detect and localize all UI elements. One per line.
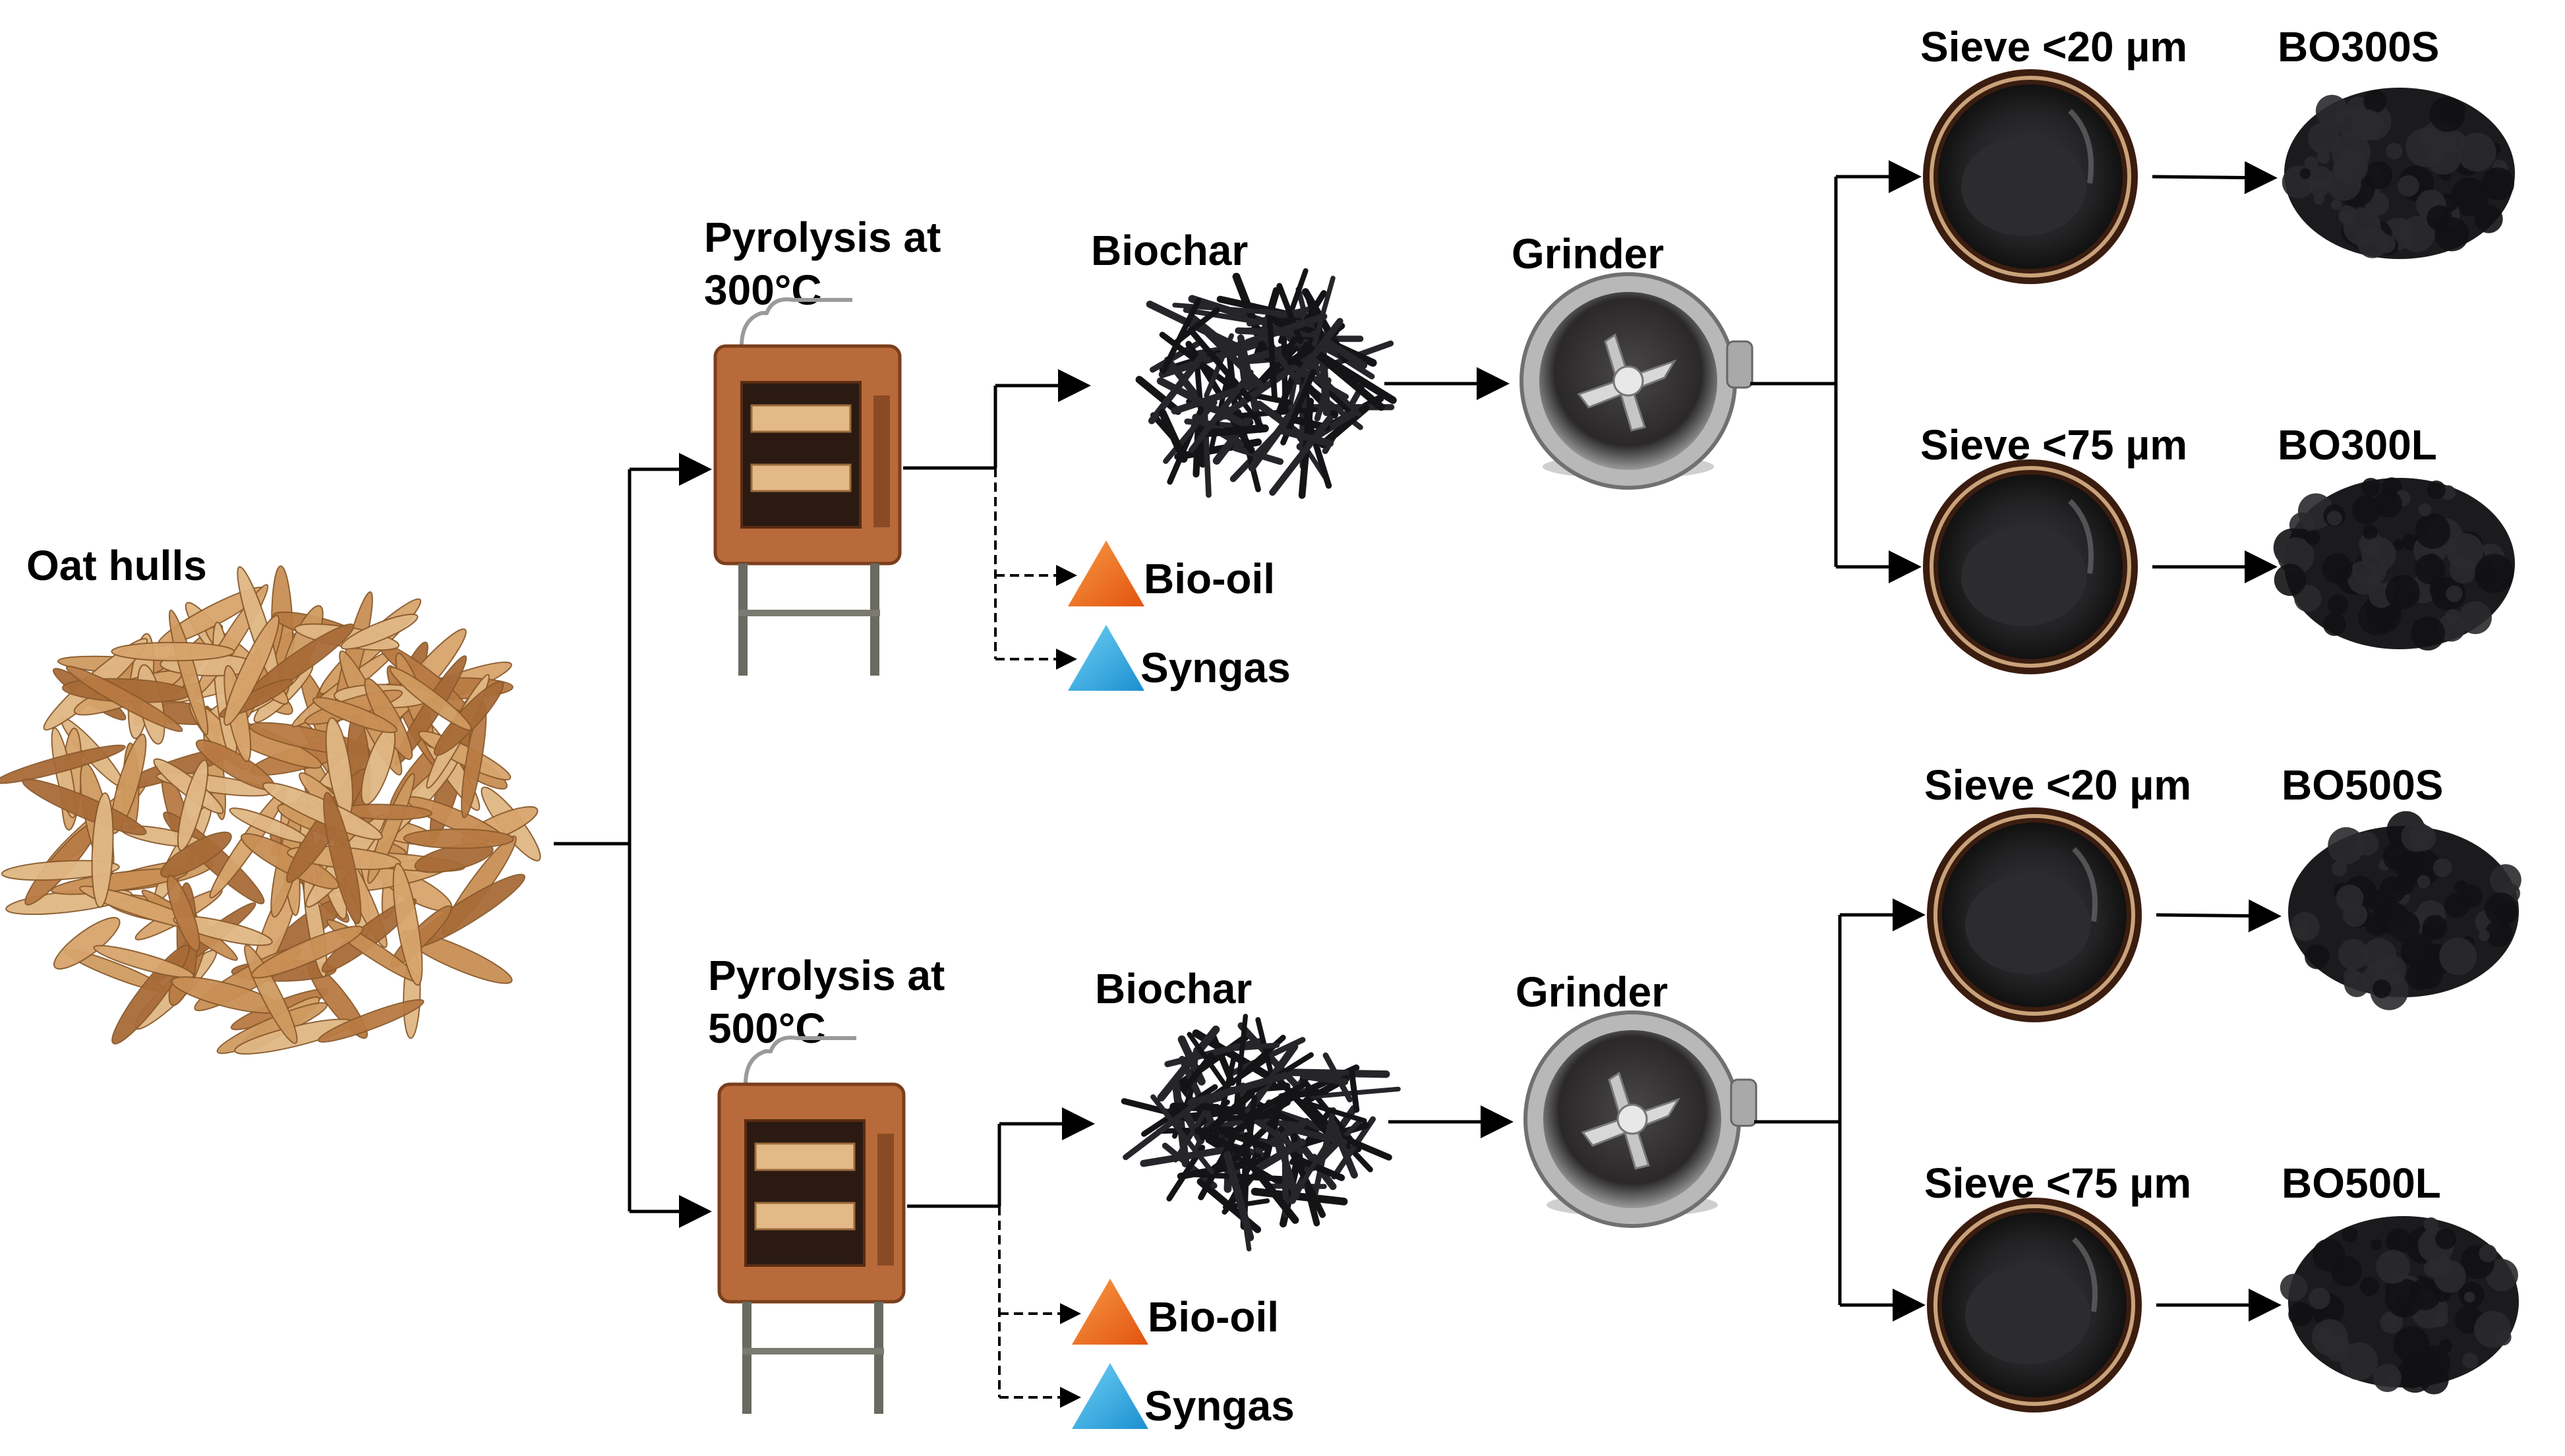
sieve-label: Sieve <75 µm xyxy=(1920,421,2187,469)
sieve-label: Sieve <20 µm xyxy=(1924,761,2191,809)
syngas-triangle-icon xyxy=(1068,625,1144,691)
pyrolysis-label-line1: Pyrolysis at xyxy=(708,952,945,999)
biochar-image xyxy=(1139,271,1393,496)
syngas-label: Syngas xyxy=(1144,1382,1295,1430)
biochar-label: Biochar xyxy=(1095,965,1252,1012)
sieve-bowl-icon xyxy=(1927,807,2142,1022)
bio-oil-triangle-icon xyxy=(1068,540,1144,606)
pyrolysis-label-line1: Pyrolysis at xyxy=(704,214,941,261)
syngas-triangle-icon xyxy=(1072,1363,1148,1429)
biochar-label: Biochar xyxy=(1091,227,1248,274)
powder-pile-image xyxy=(2282,88,2515,259)
sieve-bowl-icon xyxy=(1923,459,2138,674)
product-code-label: BO300S xyxy=(2278,23,2439,71)
bio-oil-label: Bio-oil xyxy=(1148,1293,1279,1341)
sieve-label: Sieve <75 µm xyxy=(1924,1159,2191,1207)
oat-hulls-image xyxy=(0,564,547,1061)
grinder-label: Grinder xyxy=(1516,968,1668,1016)
oat-hulls-label: Oat hulls xyxy=(26,542,207,589)
biochar-image xyxy=(1124,1016,1398,1249)
grinder-icon xyxy=(1521,274,1752,488)
pyrolysis-label-line2: 300°C xyxy=(704,266,822,314)
powder-pile-image xyxy=(2280,1216,2519,1395)
product-code-label: BO500L xyxy=(2282,1159,2441,1207)
main-split-connector xyxy=(554,469,709,1211)
powder-pile-image xyxy=(2274,477,2515,651)
powder-pile-image xyxy=(2288,811,2521,1010)
product-code-label: BO300L xyxy=(2278,421,2437,469)
sieve-bowl-icon xyxy=(1927,1198,2142,1412)
syngas-label: Syngas xyxy=(1140,644,1291,691)
bio-oil-triangle-icon xyxy=(1072,1279,1148,1345)
branch-300c: Pyrolysis at 300°C Biochar GrinderBio-oilSy… xyxy=(704,23,2515,691)
sieve-label: Sieve <20 µm xyxy=(1920,23,2187,71)
pyrolysis-oven-icon xyxy=(715,299,900,676)
grinder-label: Grinder xyxy=(1512,230,1664,277)
sieve-bowl-icon xyxy=(1923,69,2138,284)
bio-oil-label: Bio-oil xyxy=(1144,555,1275,602)
branch-500c: Pyrolysis at 500°C Biochar GrinderBio-oilSy… xyxy=(708,761,2521,1430)
grinder-icon xyxy=(1525,1012,1756,1226)
pyrolysis-oven-icon xyxy=(719,1037,904,1414)
pyrolysis-label-line2: 500°C xyxy=(708,1005,826,1052)
product-code-label: BO500S xyxy=(2282,761,2443,809)
